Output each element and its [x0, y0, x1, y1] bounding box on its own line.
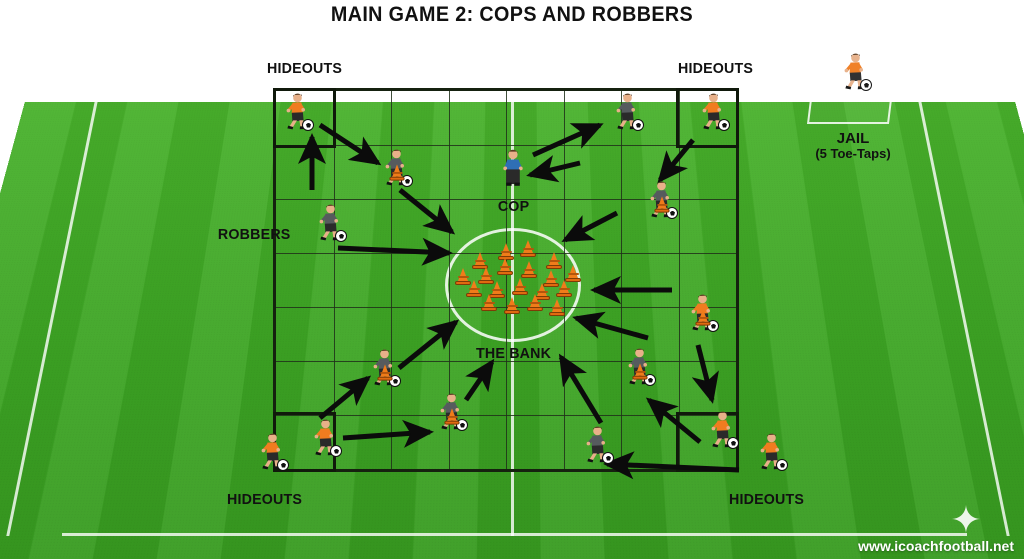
label-cop: COP	[497, 198, 530, 215]
cone	[512, 278, 528, 295]
playing-grid	[273, 88, 739, 472]
center-circle	[445, 228, 581, 342]
grid-line-vertical	[333, 91, 335, 469]
cone	[654, 196, 670, 213]
sparkle-icon	[952, 505, 980, 533]
label-hideouts-bottom-left: HIDEOUTS	[226, 491, 303, 508]
page-title: MAIN GAME 2: COPS AND ROBBERS	[330, 3, 694, 26]
cone	[481, 294, 497, 311]
player-hideout	[694, 92, 730, 132]
cone	[632, 363, 648, 380]
soccer-ball	[632, 119, 644, 131]
grid-line-vertical	[678, 91, 680, 469]
player-hideout	[278, 92, 314, 132]
jail-subtitle: (5 Toe-Taps)	[815, 146, 891, 162]
cone	[497, 258, 513, 275]
player-robber	[306, 418, 342, 458]
site-watermark: www.icoachfootball.net	[858, 538, 1014, 554]
cone	[556, 280, 572, 297]
cone	[504, 297, 520, 314]
player-robber	[642, 180, 678, 220]
player-robber	[683, 293, 719, 333]
jail-zone: JAIL (5 Toe-Taps)	[806, 41, 900, 161]
cone	[549, 299, 565, 316]
soccer-ball	[776, 459, 788, 471]
player-robber	[311, 203, 347, 243]
grid-line-horizontal	[276, 415, 736, 416]
hideout-zone-bottom-left	[273, 412, 336, 472]
jail-box	[806, 42, 900, 124]
pitch-line-bottom	[62, 533, 967, 536]
soccer-ball	[860, 79, 872, 91]
player-robber	[578, 425, 614, 465]
label-the-bank: THE BANK	[475, 345, 552, 362]
soccer-ball	[302, 119, 314, 131]
player-hideout	[253, 432, 289, 472]
grid-line-vertical	[391, 91, 392, 469]
player-robber	[432, 392, 468, 432]
player-cop	[496, 148, 530, 188]
label-hideouts-top-right: HIDEOUTS	[677, 60, 754, 77]
grid-line-horizontal	[276, 307, 736, 308]
soccer-ball	[718, 119, 730, 131]
hideout-zone-top-right	[676, 88, 739, 148]
cone	[377, 364, 393, 381]
player-hideout	[752, 432, 788, 472]
grid-line-vertical	[506, 91, 507, 469]
soccer-ball	[602, 452, 614, 464]
grid-line-horizontal	[276, 199, 736, 200]
cone	[527, 294, 543, 311]
jail-label: JAIL (5 Toe-Taps)	[792, 130, 914, 162]
player-jail	[836, 52, 872, 92]
soccer-ball	[277, 459, 289, 471]
cone	[521, 261, 537, 278]
player-robber	[365, 348, 401, 388]
player-robber	[377, 148, 413, 188]
cone	[444, 408, 460, 425]
player-robber	[608, 92, 644, 132]
cone	[520, 240, 536, 257]
label-hideouts-bottom-right: HIDEOUTS	[728, 491, 805, 508]
cone	[466, 280, 482, 297]
cone	[695, 309, 711, 326]
grid-line-horizontal	[276, 145, 736, 146]
grid-line-vertical	[621, 91, 622, 469]
cone	[389, 164, 405, 181]
player-robber	[620, 347, 656, 387]
player-robber	[703, 410, 739, 450]
cone	[546, 252, 562, 269]
grid-line-horizontal	[276, 361, 736, 362]
soccer-ball	[330, 445, 342, 457]
label-hideouts-top-left: HIDEOUTS	[266, 60, 343, 77]
soccer-ball	[335, 230, 347, 242]
jail-title: JAIL	[836, 130, 870, 147]
grid-line-vertical	[448, 91, 450, 469]
label-robbers: ROBBERS	[217, 226, 291, 243]
soccer-ball	[727, 437, 739, 449]
